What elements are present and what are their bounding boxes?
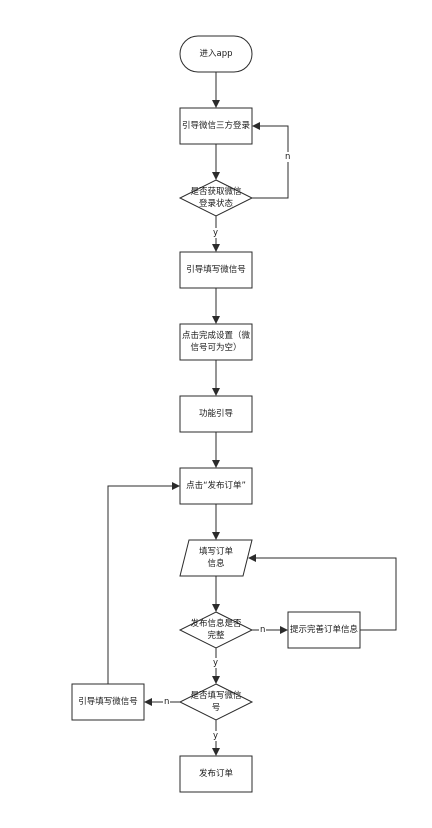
fill-wechat-node-2 [71,683,145,721]
login-check-node [178,179,254,217]
edge-label-login-yes: y [212,228,220,238]
start-node [179,35,253,73]
fill-order-node [179,539,253,577]
edge-prompt-back-to-fill [248,554,397,631]
wechat-login-node [179,107,253,145]
edge-fill-wechat-back [107,482,180,684]
complete-check-node [178,611,254,649]
edge-label-complete-no: n [259,625,267,635]
edge-label-wechat-yes: y [212,731,220,741]
edge-label-complete-yes: y [212,658,220,668]
prompt-complete-node [287,611,361,649]
click-publish-node [179,467,253,505]
publish-order-node [179,755,253,793]
fill-wechat-node-1 [179,251,253,289]
edge-label-login-no: n [284,152,292,162]
finish-settings-node [179,323,253,361]
function-guide-node [179,395,253,433]
edge-check-no-loop [252,122,289,199]
edge-label-wechat-no: n [163,697,171,707]
wechat-filled-check-node [178,683,254,721]
